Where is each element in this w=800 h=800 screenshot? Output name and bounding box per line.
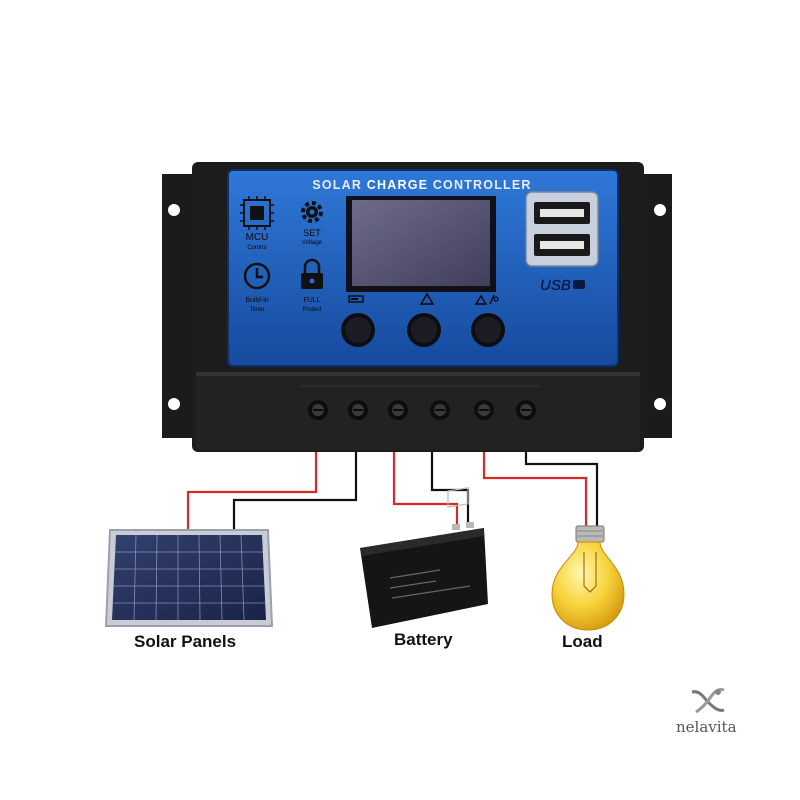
mount-hole-bottom-left: [168, 398, 180, 410]
terminal-block: [196, 372, 640, 450]
terminal-screws: [308, 400, 536, 420]
wire-battery-positive: [392, 418, 459, 528]
wire-battery-negative: [430, 418, 470, 528]
brand-logo-icon: [691, 688, 725, 714]
bulb-glass: [551, 541, 625, 631]
battery-symbol-icon: [348, 295, 364, 303]
terminal-battery-positive: [388, 400, 408, 420]
set-label: SET: [303, 228, 321, 238]
set-sublabel: Voltage: [302, 240, 323, 246]
battery-terminal-negative: [466, 522, 474, 528]
full-sublabel: Protect: [302, 307, 321, 313]
solar-panel: [104, 529, 274, 627]
brand-name: nelavita: [676, 718, 737, 736]
mount-hole-top-left: [168, 204, 180, 216]
mcu-sublabel: Control: [247, 245, 266, 251]
full-label: FULL: [303, 297, 320, 304]
load-symbol-icon: [474, 294, 499, 305]
lock-icon: [301, 258, 323, 289]
battery-terminal-positive: [452, 524, 460, 530]
light-bulb: [551, 525, 625, 631]
up-button[interactable]: [407, 313, 441, 347]
mount-hole-top-right: [654, 204, 666, 216]
battery: [360, 487, 488, 628]
timer-label: Build-in: [245, 297, 268, 304]
terminal-battery-negative: [430, 400, 450, 420]
usb-label: USB: [540, 277, 571, 294]
timer-sublabel: Timer: [249, 307, 264, 313]
terminal-load-positive: [474, 400, 494, 420]
gear-icon: [301, 201, 323, 223]
warning-triangle-icon: [419, 292, 435, 305]
solar-panels-label: Solar Panels: [134, 632, 237, 651]
clock-icon: [243, 262, 271, 290]
controller-title: SOLAR CHARGE CONTROLLER: [312, 178, 531, 192]
terminal-load-negative: [516, 400, 536, 420]
load-label: Load: [562, 632, 603, 651]
usb-plug-icon: [573, 280, 585, 289]
solar-cell-grid: [112, 535, 266, 620]
down-button[interactable]: [471, 313, 505, 347]
mcu-label: MCU: [246, 232, 269, 243]
menu-button[interactable]: [341, 313, 375, 347]
terminal-solar-positive: [308, 400, 328, 420]
bulb-socket: [575, 525, 605, 543]
wire-solar-negative: [232, 418, 358, 532]
battery-logo-icon: [447, 487, 469, 508]
terminal-solar-negative: [348, 400, 368, 420]
mount-hole-bottom-right: [654, 398, 666, 410]
usb-port-block: [525, 191, 599, 267]
left-mount-flange: [162, 174, 200, 438]
mcu-chip-icon: [240, 196, 274, 230]
lcd-screen: [352, 200, 490, 286]
charge-controller: SOLAR CHARGE CONTROLLER MCU Control SET …: [162, 162, 672, 452]
battery-label: Battery: [394, 630, 453, 649]
wire-solar-positive: [186, 418, 318, 532]
